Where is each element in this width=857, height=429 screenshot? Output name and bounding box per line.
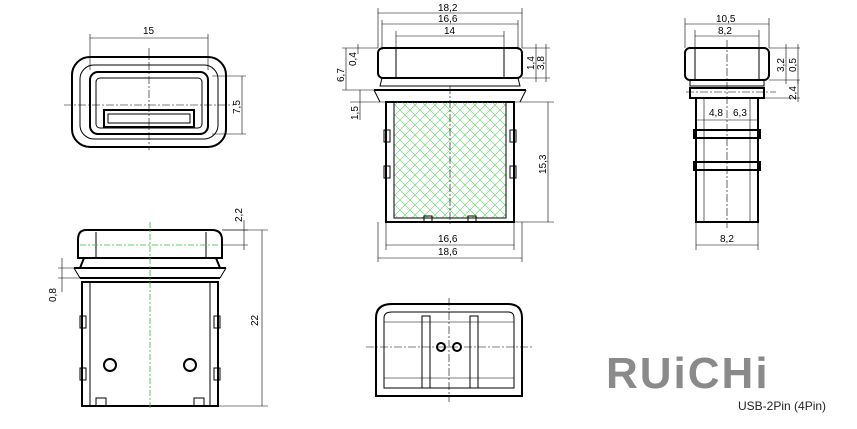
dim-right-top-8-2: 8,2 [718,26,732,37]
side-view: 2,2 0,8 22 [48,208,268,410]
front-view: 15 7,5 [64,26,246,150]
dim-top-14: 14 [444,26,456,37]
dim-left-1-5: 1,5 [350,106,361,120]
dim-mid-6-3: 6,3 [733,108,747,119]
dim-right-top-10-5: 10,5 [716,14,736,25]
dim-width-15: 15 [143,26,155,37]
brand-logo: RUiCHi [606,349,770,398]
dim-right-15-3: 15,3 [538,154,549,174]
dim-right-bottom-8-2: 8,2 [720,234,734,245]
dim-right-0-5: 0,5 [788,58,799,72]
dim-right-3-8: 3,8 [536,56,547,70]
dim-left-6-7: 6,7 [336,68,347,82]
dim-mid-4-8: 4,8 [709,108,723,119]
dim-bottom-16-6: 16,6 [438,234,458,245]
dim-flange-0-8: 0,8 [48,288,59,302]
center-view: 18,2 16,6 14 6,7 0,4 1,5 1,4 3,8 15,3 1 [336,3,554,262]
right-view: 10,5 8,2 3,2 0,5 2,4 4,8 6,3 8,2 [684,14,800,250]
dim-right-1-4: 1,4 [526,56,537,70]
model-caption: USB-2Pin (4Pin) [738,399,826,413]
dim-bottom-18-6: 18,6 [438,247,458,258]
dim-right-3-2: 3,2 [776,58,787,72]
dim-height-7-5: 7,5 [232,100,243,114]
dim-left-0-4: 0,4 [348,52,359,66]
dim-right-2-4: 2,4 [788,86,799,100]
dim-top-18-2: 18,2 [438,3,458,14]
dim-height-22: 22 [250,314,261,326]
dim-top-2-2: 2,2 [234,208,245,222]
dim-top-16-6: 16,6 [438,14,458,25]
bottom-view [366,298,534,402]
